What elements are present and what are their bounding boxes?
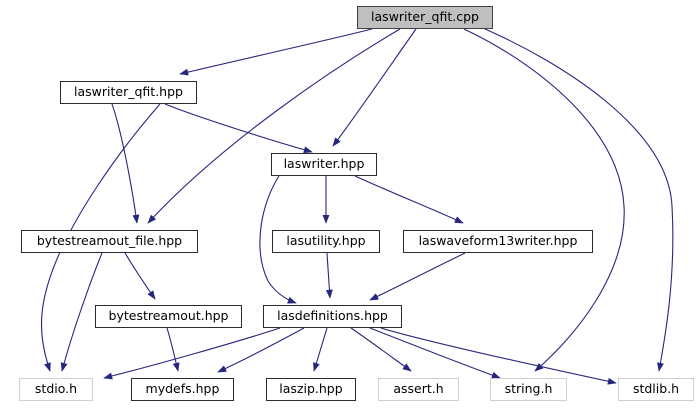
edge-lasdefinitions-hpp-to-stdlib-h <box>380 327 617 385</box>
node-label: laswaveform13writer.hpp <box>418 233 578 249</box>
edge-lasdefinitions-hpp-to-stdio-h <box>103 327 281 380</box>
edge-laswriter-qfit-hpp-to-bytestreamout-file-hpp <box>111 103 140 224</box>
node-label: lasdefinitions.hpp <box>277 308 388 324</box>
node-laswriter-hpp[interactable]: laswriter.hpp <box>271 153 377 176</box>
node-laswriter-qfit-cpp[interactable]: laswriter_qfit.cpp <box>357 6 493 29</box>
node-bytestreamout-file-hpp[interactable]: bytestreamout_file.hpp <box>21 230 198 253</box>
edge-bytestreamout-hpp-to-mydefs-hpp <box>166 327 180 372</box>
node-label: laswriter_qfit.cpp <box>371 9 479 25</box>
edge-lasdefinitions-hpp-to-mydefs-hpp <box>217 327 305 373</box>
node-label: laszip.hpp <box>279 381 343 397</box>
node-label: stdio.h <box>34 381 78 397</box>
edge-laswriter-qfit-cpp-to-bytestreamout-file-hpp <box>147 28 401 224</box>
node-laswriter-qfit-hpp[interactable]: laswriter_qfit.hpp <box>60 81 197 104</box>
node-label: bytestreamout.hpp <box>108 308 229 324</box>
node-label: bytestreamout_file.hpp <box>36 233 183 249</box>
edge-laswaveform13writer-hpp-to-lasdefinitions-hpp <box>369 252 466 301</box>
edge-laswriter-qfit-cpp-to-stdlib-h <box>484 28 674 372</box>
node-label: mydefs.hpp <box>145 381 220 397</box>
edge-laswriter-qfit-cpp-to-string-h <box>463 28 625 372</box>
node-label: lasutility.hpp <box>286 233 366 249</box>
node-stdio-h[interactable]: stdio.h <box>19 378 93 401</box>
node-assert-h[interactable]: assert.h <box>378 378 459 401</box>
node-label: laswriter.hpp <box>283 156 365 172</box>
edge-lasdefinitions-hpp-to-assert-h <box>350 327 412 372</box>
node-laszip-hpp[interactable]: laszip.hpp <box>266 378 356 401</box>
edge-laswriter-qfit-hpp-to-laswriter-hpp <box>164 103 313 154</box>
edge-laswriter-hpp-to-laswaveform13writer-hpp <box>354 175 464 224</box>
edge-bytestreamout-file-hpp-to-bytestreamout-hpp <box>124 252 156 300</box>
edge-laswriter-qfit-cpp-to-laswriter.hpp-node <box>332 28 417 147</box>
edge-laswriter-qfit-cpp-to-laswriter-qfit-hpp <box>179 28 373 76</box>
node-string-h[interactable]: string.h <box>490 378 567 401</box>
node-bytestreamout-hpp[interactable]: bytestreamout.hpp <box>95 305 242 328</box>
node-laswaveform13writer-hpp[interactable]: laswaveform13writer.hpp <box>403 230 593 253</box>
node-label: string.h <box>504 381 553 397</box>
edge-lasdefinitions-hpp-to-string-h <box>369 327 501 379</box>
node-mydefs-hpp[interactable]: mydefs.hpp <box>131 378 234 401</box>
node-lasutility-hpp[interactable]: lasutility.hpp <box>272 230 380 253</box>
node-stdlib-h[interactable]: stdlib.h <box>618 378 694 401</box>
edge-lasdefinitions-hpp-to-laszip-hpp <box>313 327 328 372</box>
node-label: assert.h <box>393 381 444 397</box>
node-label: stdlib.h <box>632 381 680 397</box>
node-label: laswriter_qfit.hpp <box>74 84 183 100</box>
edge-lasutility-hpp-to-lasdefinitions-hpp <box>325 252 333 299</box>
node-lasdefinitions-hpp[interactable]: lasdefinitions.hpp <box>263 305 402 328</box>
